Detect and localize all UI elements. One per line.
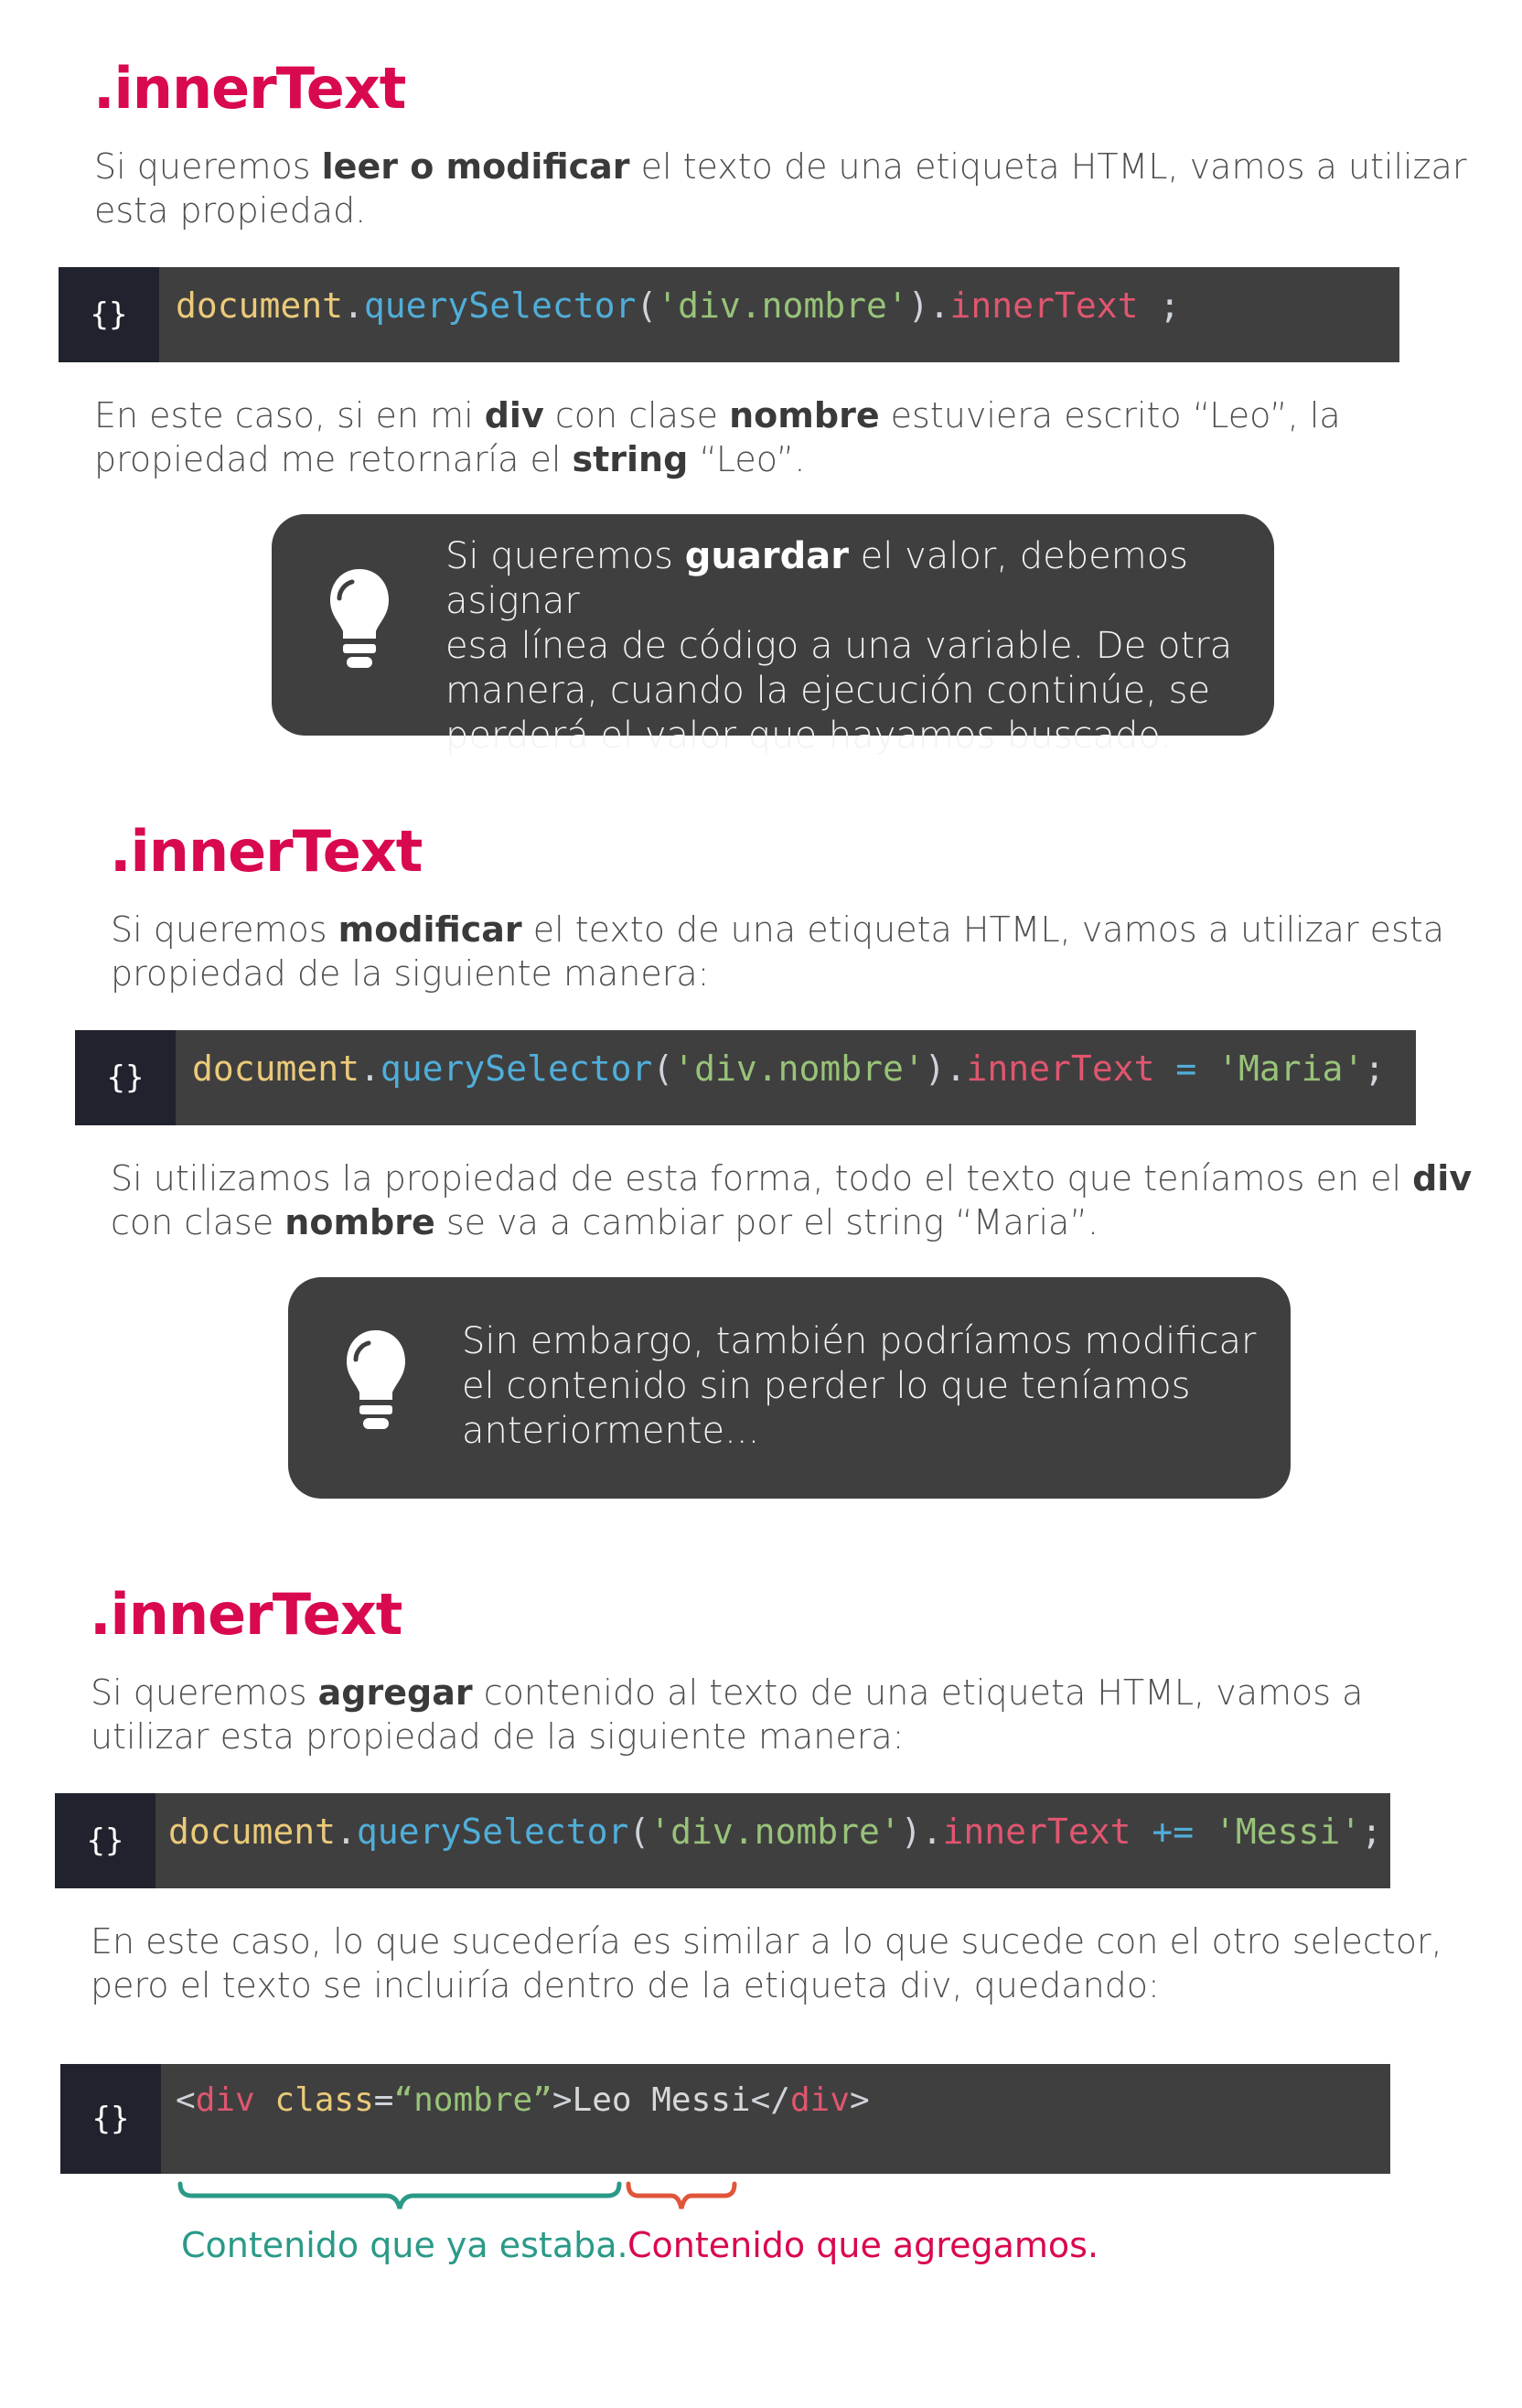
code-tab-icon: {} xyxy=(59,267,159,362)
code-block-1: {} document.querySelector('div.nombre').… xyxy=(59,267,1399,362)
code-line-2: document.querySelector('div.nombre').inn… xyxy=(192,1047,1385,1091)
section-2-explanation: Si utilizamos la propiedad de esta forma… xyxy=(111,1158,1473,1242)
code-token: querySelector xyxy=(363,285,637,326)
code-token: 'div.nombre' xyxy=(673,1048,925,1089)
code-token: </ xyxy=(750,2081,790,2119)
code-token: ). xyxy=(924,1048,967,1089)
code-token: document xyxy=(176,285,344,326)
code-token: “nombre” xyxy=(393,2081,552,2119)
section-3-title: .innerText xyxy=(90,1581,402,1648)
code-token: 'Messi' xyxy=(1214,1811,1362,1852)
code-token: querySelector xyxy=(356,1811,629,1852)
code-token: ; xyxy=(1361,1811,1383,1852)
code-token: div xyxy=(789,2081,850,2119)
code-token: document xyxy=(192,1048,360,1089)
section-1-intro: Si queremos leer o modificar el texto de… xyxy=(94,146,1467,231)
code-block-2: {} document.querySelector('div.nombre').… xyxy=(75,1030,1416,1125)
section-3-explanation: En este caso, lo que sucedería es simila… xyxy=(91,1921,1442,2005)
code-token: . xyxy=(359,1048,380,1089)
brace-existing-content xyxy=(177,2181,622,2209)
code-token: innerText xyxy=(966,1048,1155,1089)
code-tab-icon: {} xyxy=(55,1793,155,1888)
code-token: ). xyxy=(900,1811,943,1852)
code-tab-icon: {} xyxy=(75,1030,176,1125)
annotation-added: Contenido que agregamos. xyxy=(627,2225,1099,2265)
code-token: ( xyxy=(636,285,658,326)
code-token: innerText xyxy=(942,1811,1131,1852)
code-token: querySelector xyxy=(380,1048,653,1089)
code-token: div xyxy=(195,2081,255,2119)
code-token: innerText xyxy=(949,285,1139,326)
tip-box-2: Sin embargo, también podríamos modificar… xyxy=(288,1277,1291,1499)
code-token: . xyxy=(343,285,364,326)
section-1-title: .innerText xyxy=(93,55,406,122)
code-token: > xyxy=(850,2081,870,2119)
code-token: ). xyxy=(907,285,950,326)
code-token: ( xyxy=(652,1048,674,1089)
code-token: < xyxy=(176,2081,196,2119)
lightbulb-icon xyxy=(347,1330,405,1429)
code-token: > xyxy=(552,2081,573,2119)
section-3-intro: Si queremos agregar contenido al texto d… xyxy=(91,1672,1364,1757)
code-token: ; xyxy=(1364,1048,1386,1089)
code-token: 'Maria' xyxy=(1217,1048,1365,1089)
code-block-4: {} <div class=“nombre”>Leo Messi</div> xyxy=(60,2064,1390,2174)
code-token: = xyxy=(1154,1048,1218,1089)
code-token: = xyxy=(373,2081,394,2119)
lightbulb-icon xyxy=(330,569,389,668)
code-token: document xyxy=(168,1811,337,1852)
brace-added-content xyxy=(626,2181,737,2209)
code-line-3: document.querySelector('div.nombre').inn… xyxy=(168,1810,1382,1854)
tip-box-1: Si queremos guardar el valor, debemos as… xyxy=(272,514,1274,757)
code-block-3: {} document.querySelector('div.nombre').… xyxy=(55,1793,1390,1888)
code-line-1: document.querySelector('div.nombre').inn… xyxy=(176,284,1180,328)
code-token: . xyxy=(336,1811,357,1852)
tip-text-1: Si queremos guardar el valor, debemos as… xyxy=(445,535,1233,757)
code-token: ( xyxy=(628,1811,650,1852)
code-token: Leo Messi xyxy=(572,2081,751,2119)
section-2-intro: Si queremos modificar el texto de una et… xyxy=(111,909,1445,994)
code-token: 'div.nombre' xyxy=(649,1811,901,1852)
tip-text-2: Sin embargo, también podríamos modificar… xyxy=(462,1320,1257,1452)
code-line-4: <div class=“nombre”>Leo Messi</div> xyxy=(176,2079,870,2123)
code-token: ; xyxy=(1138,285,1181,326)
code-tab-icon: {} xyxy=(60,2064,161,2174)
code-token: 'div.nombre' xyxy=(657,285,908,326)
section-2-title: .innerText xyxy=(110,818,423,885)
code-token: += xyxy=(1131,1811,1215,1852)
annotation-existing: Contenido que ya estaba. xyxy=(181,2225,628,2265)
code-token: class xyxy=(254,2081,374,2119)
section-1-explanation: En este caso, si en mi div con clase nom… xyxy=(94,395,1341,479)
